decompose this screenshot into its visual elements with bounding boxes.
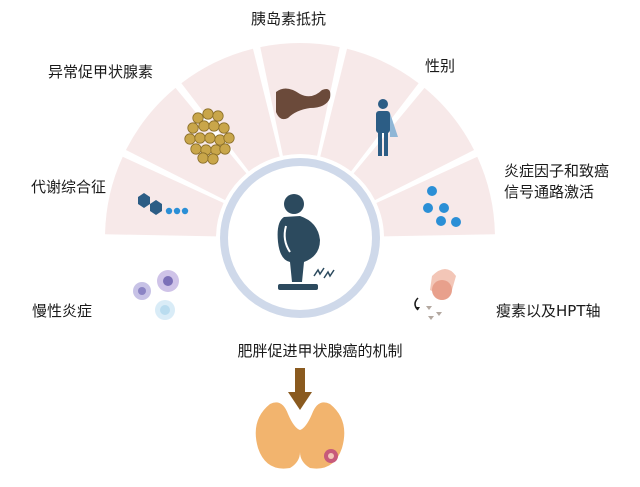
fat-cell (192, 112, 204, 124)
fat-cell (190, 143, 202, 155)
fat-cell (218, 122, 230, 134)
fat-cell (197, 152, 209, 164)
fat-cell (194, 132, 206, 144)
blue-dots-icon (423, 186, 461, 227)
down-arrow-icon (288, 368, 312, 410)
segment-gender (320, 48, 419, 172)
fat-cells-icon (184, 108, 235, 165)
label-leptin-hpt: 瘦素以及HPT轴 (496, 302, 601, 320)
molecule-chain-icon (138, 193, 189, 215)
label-gender: 性别 (425, 57, 456, 75)
fat-cell (184, 133, 196, 145)
obese-person-on-scale-icon (277, 194, 335, 290)
fat-cell (212, 110, 224, 122)
fat-cell (198, 120, 210, 132)
label-inflammatory-signaling-line2: 信号通路激活 (504, 183, 595, 201)
fat-cell (208, 120, 220, 132)
segment-abnormal-thyroid-hormone (181, 48, 280, 172)
label-metabolic-syndrome: 代谢综合征 (31, 178, 107, 196)
segment-inflammatory-signaling (353, 87, 475, 201)
fat-cell (204, 132, 216, 144)
segment-metabolic-syndrome (125, 87, 247, 201)
segment-chronic-inflammation (105, 156, 224, 237)
segment-leptin-hpt (376, 156, 495, 237)
center-title: 肥胖促进甲状腺癌的机制 (237, 342, 403, 360)
gender-icon (376, 99, 398, 156)
pituitary-gland-icon (414, 269, 456, 320)
label-chronic-inflammation: 慢性炎症 (32, 302, 93, 320)
fat-cell (187, 122, 199, 134)
fat-cell (207, 153, 219, 165)
fat-cell (202, 108, 214, 120)
fat-cell (223, 132, 235, 144)
fat-cell (219, 143, 231, 155)
pancreas-icon (276, 88, 331, 120)
label-inflammatory-signaling-line1: 炎症因子和致癌 (504, 162, 610, 180)
macrophage-cells-icon (133, 270, 179, 320)
label-abnormal-thyroid-hormone: 异常促甲状腺素 (48, 63, 154, 81)
thyroid-gland-icon (255, 402, 345, 469)
label-insulin-resistance: 胰岛素抵抗 (251, 10, 327, 28)
